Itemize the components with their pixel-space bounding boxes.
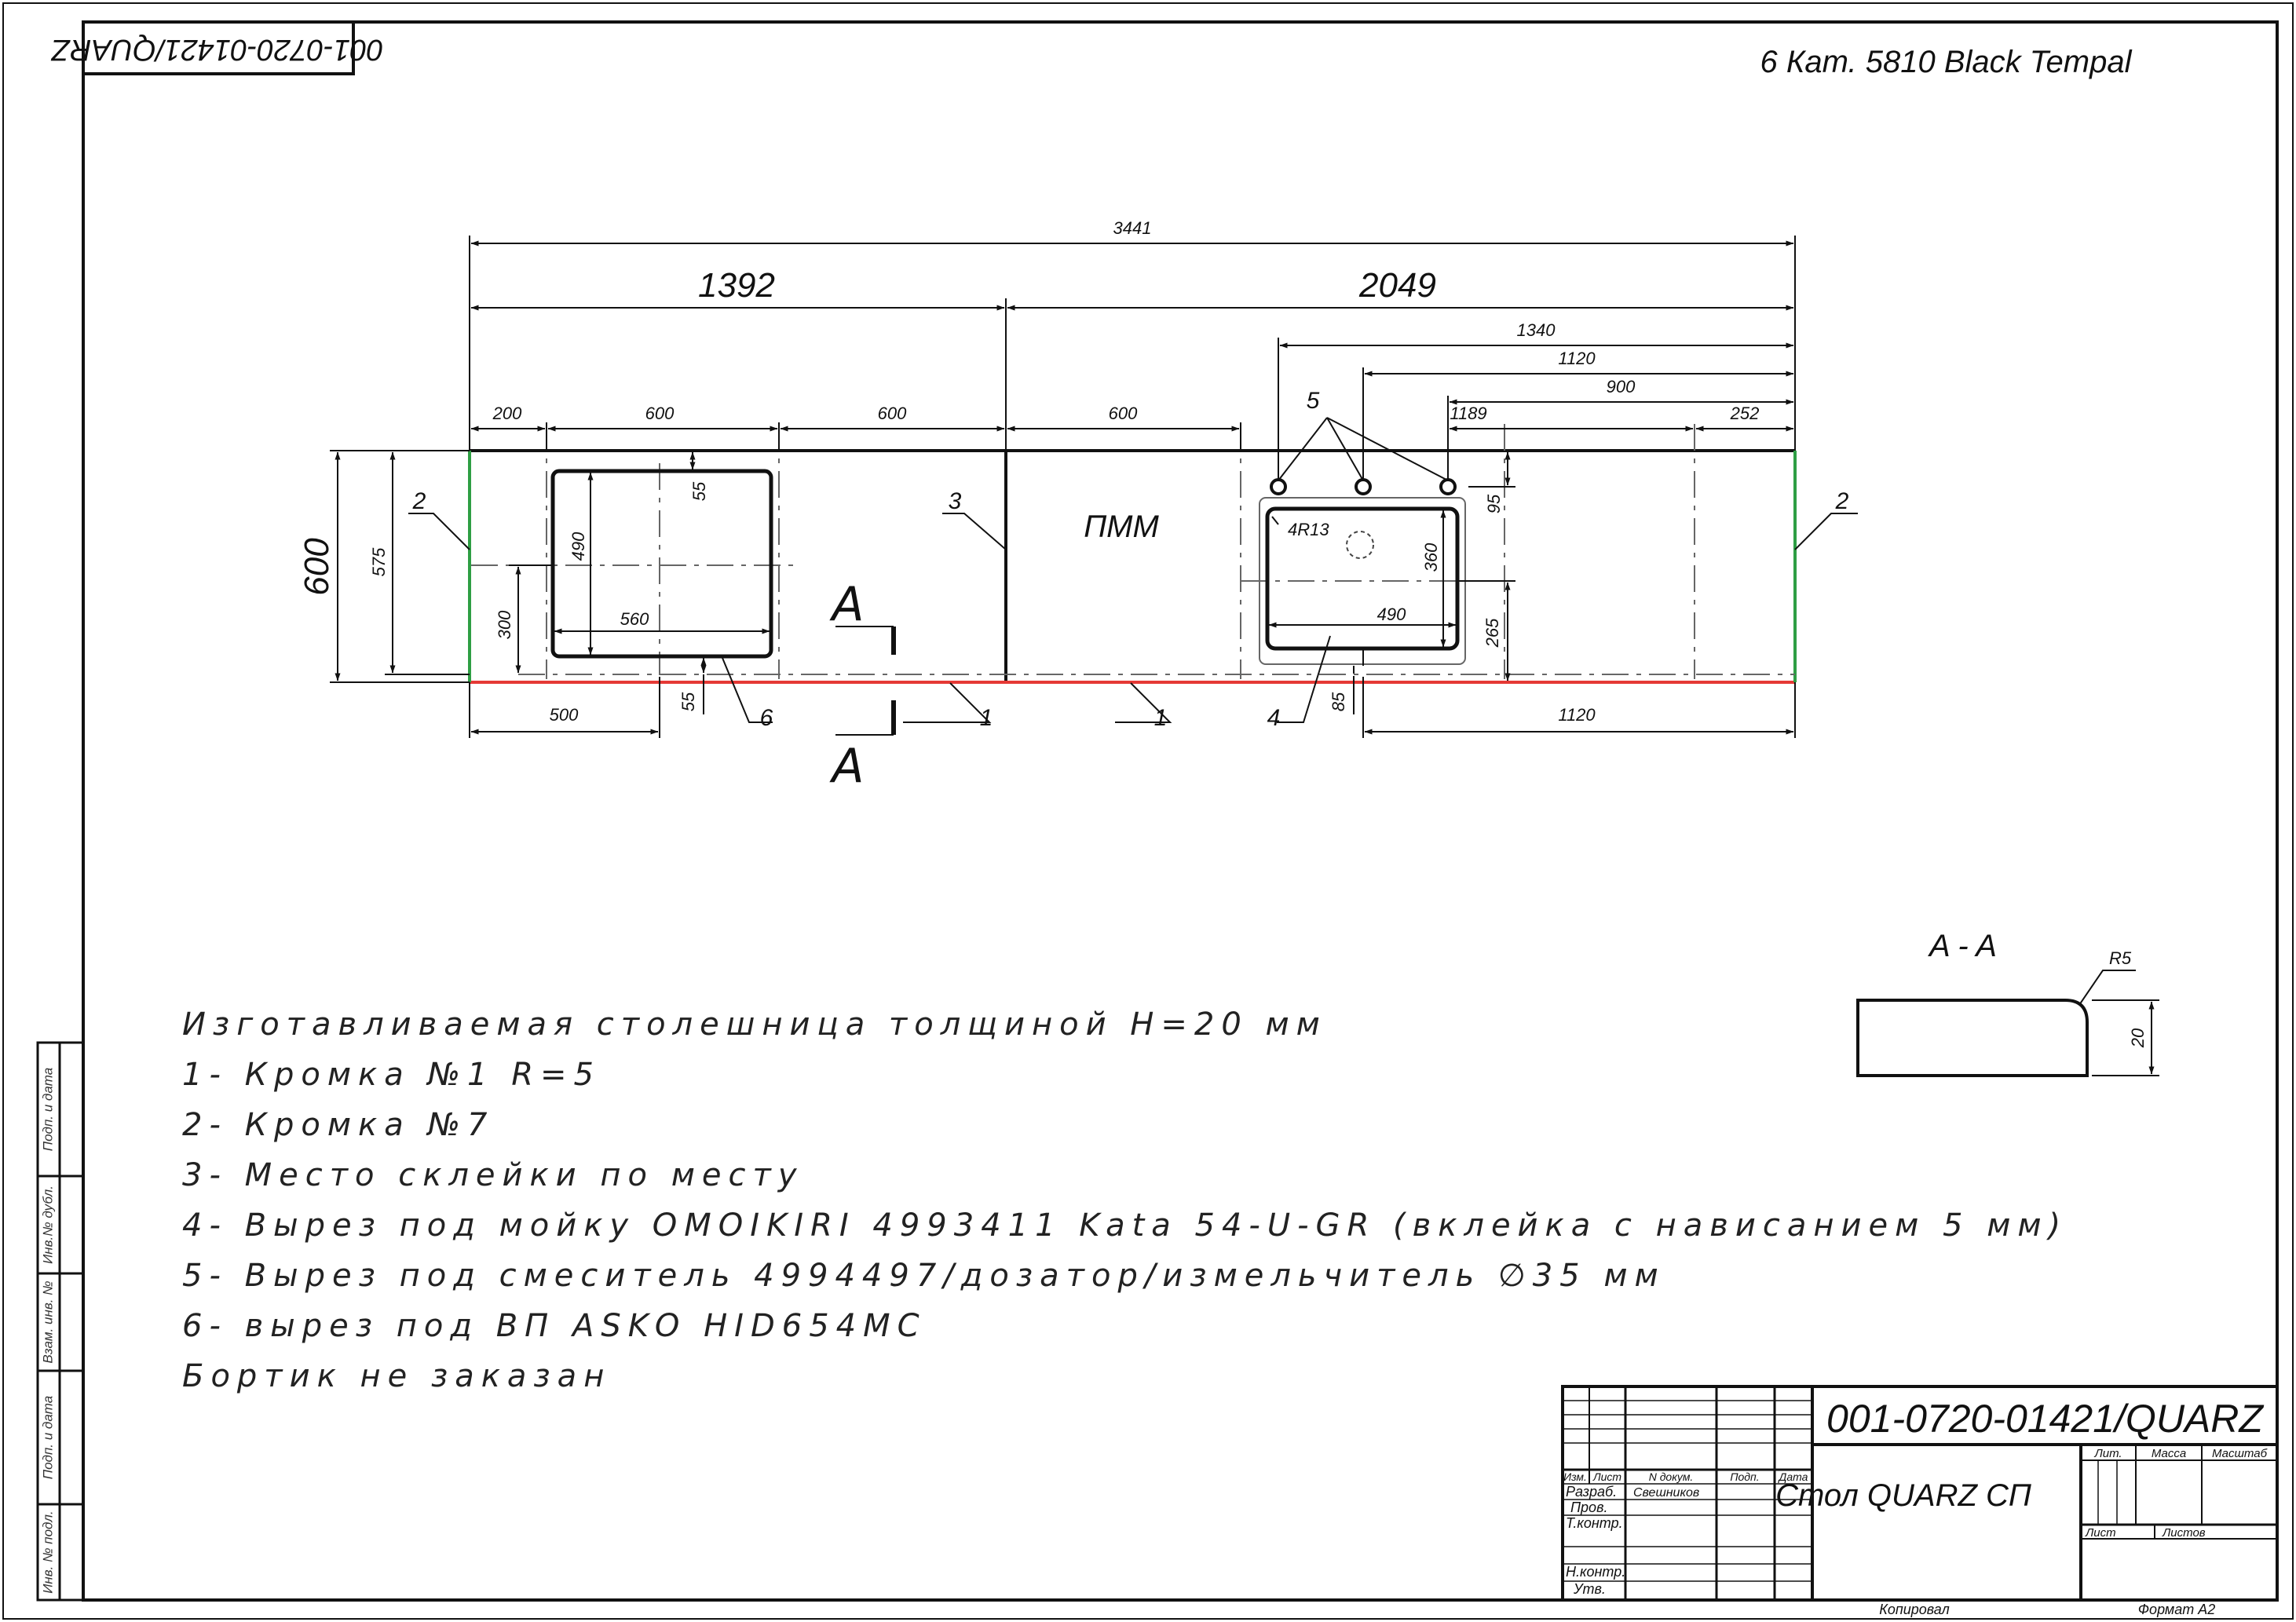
stamp-sign-date-2: Подп. и дата — [40, 1396, 55, 1479]
label-edge-1-a: 1 — [980, 705, 993, 731]
note-3: 3- Место склейки по месту — [182, 1157, 803, 1193]
stamp-replace-inv: Взам. инв. № — [40, 1280, 55, 1363]
header-podp: Подп. — [1730, 1470, 1759, 1483]
doc-code: 001-0720-01421/QUARZ — [1826, 1397, 2264, 1441]
dim-sink-radius: 4R13 — [1288, 520, 1329, 539]
dim-1120-top: 1120 — [1558, 349, 1596, 368]
header-list: Лист — [1592, 1470, 1621, 1483]
dimension-lines — [330, 236, 1796, 738]
dim-hob-55-top: 55 — [689, 481, 709, 501]
row-razrab: Разраб. — [1566, 1484, 1617, 1500]
dim-hob-55-bot: 55 — [678, 692, 698, 711]
section-title: A - A — [1928, 929, 1997, 963]
sheet-format: Формат A2 — [2138, 1602, 2216, 1617]
label-edge-2-right: 2 — [1835, 488, 1849, 514]
note-4: 4- Вырез под мойку OMOIKIRI 4993411 Kata… — [182, 1207, 2067, 1244]
stamp-dup-inv: Инв.№ дубл. — [40, 1185, 55, 1264]
countertop-plan: ПММ — [468, 424, 1797, 684]
section-marks — [835, 626, 896, 736]
header-data: Дата — [1778, 1470, 1808, 1483]
label-edge-2-left: 2 — [412, 488, 426, 514]
dim-right-width: 2049 — [1358, 266, 1436, 305]
dim-1120-bot: 1120 — [1558, 705, 1596, 725]
construction-lines — [471, 424, 1795, 679]
label-joint-3: 3 — [949, 488, 962, 514]
stamp-orig-inv: Инв. № подл. — [40, 1511, 55, 1594]
dim-600-c: 600 — [1109, 404, 1138, 423]
note-6: 6- вырез под ВП ASKO HID654MC — [182, 1308, 927, 1344]
tap-hole-1 — [1270, 478, 1287, 495]
row-razrab-name: Свешников — [1633, 1486, 1699, 1500]
tap-hole-2 — [1355, 478, 1372, 495]
dim-575: 575 — [369, 547, 389, 576]
cell-lit: Лит. — [2093, 1447, 2122, 1460]
dim-900: 900 — [1607, 377, 1636, 396]
dim-252: 252 — [1730, 404, 1760, 423]
dim-360: 360 — [1421, 542, 1441, 572]
dim-1189: 1189 — [1450, 404, 1486, 423]
tap-hole-3 — [1439, 478, 1457, 495]
dim-depth-600: 600 — [298, 538, 336, 596]
dim-265: 265 — [1483, 618, 1502, 648]
dim-95: 95 — [1484, 494, 1504, 513]
label-taps-5: 5 — [1307, 388, 1320, 414]
note-1: 1- Кромка №1 R=5 — [182, 1057, 601, 1093]
cell-masshtab: Масштаб — [2212, 1447, 2268, 1460]
drawing-name: Стол QUARZ СП — [1775, 1478, 2032, 1513]
section-mark-a-top: A — [828, 577, 864, 632]
header-izm: Изм. — [1563, 1470, 1587, 1483]
dim-hob-560: 560 — [620, 609, 649, 629]
section-radius: R5 — [2109, 948, 2132, 968]
section-profile — [1856, 999, 2089, 1077]
header-ndoc: N докум. — [1649, 1470, 1694, 1483]
tap-holes — [1270, 478, 1457, 495]
stamp-sign-date-1: Подп. и дата — [40, 1068, 55, 1151]
title-block — [1561, 1385, 2279, 1602]
dim-hob-490: 490 — [569, 532, 588, 561]
dim-sink-490: 490 — [1377, 605, 1406, 624]
hob-cutout — [550, 469, 773, 659]
row-tkontr: Т.контр. — [1566, 1515, 1623, 1531]
note-5: 5- Вырез под смеситель 4994497/дозатор/и… — [182, 1258, 1665, 1294]
dim-200: 200 — [492, 404, 522, 423]
label-sink-4: 4 — [1267, 705, 1281, 731]
label-hob-6: 6 — [760, 705, 773, 731]
cell-sheet: Лист — [2085, 1526, 2116, 1540]
notes-block: Изготавливаемая столешница толщиной H=20… — [182, 1006, 2067, 1394]
row-prov: Пров. — [1570, 1500, 1607, 1515]
row-utv: Утв. — [1573, 1581, 1606, 1597]
dim-300: 300 — [495, 610, 514, 639]
note-thickness: Изготавливаемая столешница толщиной H=20… — [182, 1006, 1327, 1043]
material-title: 6 Кат. 5810 Black Tempal — [1760, 45, 2132, 79]
dim-1340: 1340 — [1517, 320, 1556, 340]
dim-500: 500 — [550, 705, 579, 725]
section-mark-a-bottom: A — [828, 739, 864, 794]
cell-massa: Масса — [2152, 1447, 2186, 1460]
label-edge-1-b: 1 — [1154, 705, 1168, 731]
note-no-backsplash: Бортик не заказан — [182, 1358, 611, 1394]
sink-drain — [1346, 531, 1374, 559]
dim-600-a: 600 — [645, 404, 675, 423]
row-nkontr: Н.контр. — [1566, 1564, 1625, 1580]
cell-sheets: Листов — [2162, 1526, 2206, 1540]
dim-600-b: 600 — [878, 404, 907, 423]
section-a-a: A - A R5 20 — [1856, 929, 2159, 1077]
leader-lines — [408, 417, 1858, 723]
dim-total: 3441 — [1113, 218, 1152, 238]
rotated-code-text: 001-0720-01421/QUARZ — [50, 33, 383, 66]
dim-85: 85 — [1329, 692, 1348, 711]
dim-left-width: 1392 — [698, 266, 775, 305]
note-2: 2- Кромка №7 — [182, 1107, 494, 1143]
pmm-label: ПММ — [1084, 510, 1159, 544]
copied-by: Копировал — [1879, 1602, 1950, 1617]
section-thickness: 20 — [2128, 1028, 2148, 1048]
side-stamp — [36, 1041, 85, 1602]
rotated-code-box: 001-0720-01421/QUARZ — [50, 20, 383, 75]
